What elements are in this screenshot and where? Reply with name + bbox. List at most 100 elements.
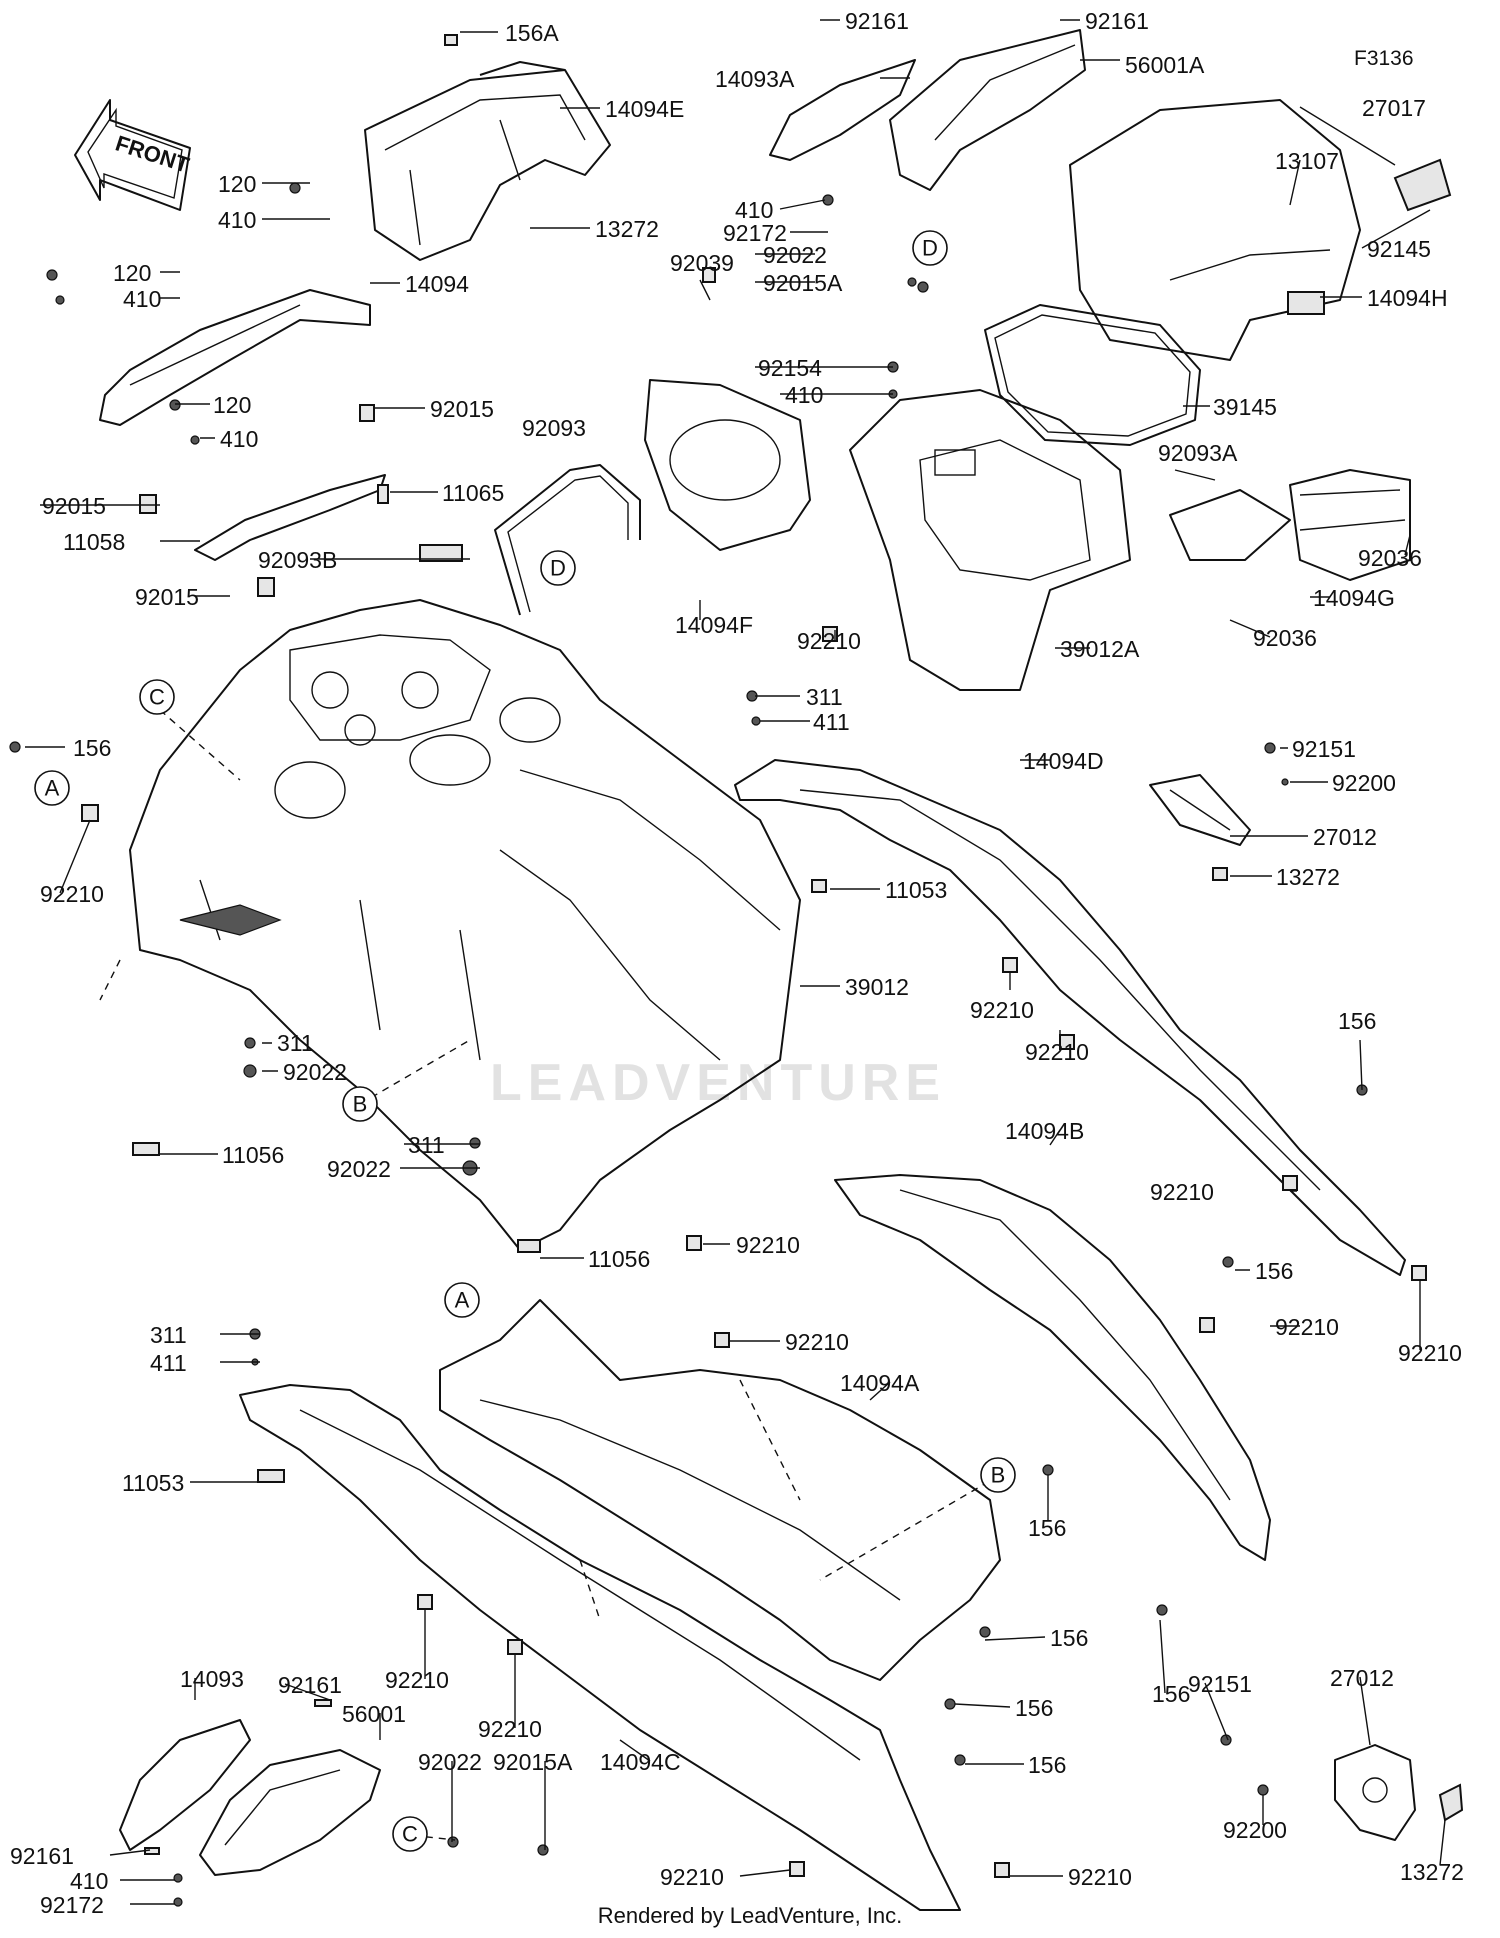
- part-number-label: 14094B: [1005, 1118, 1084, 1144]
- callout-marker: A: [34, 770, 70, 806]
- part-number-label: 311: [408, 1132, 445, 1158]
- part-number-label: 92154: [758, 355, 822, 381]
- part-number-label: 120: [218, 171, 256, 197]
- part-number-label: 92015: [42, 493, 106, 519]
- callout-letter: D: [550, 556, 566, 581]
- watermark-text: LEADVENTURE: [490, 1054, 946, 1112]
- part-number-label: 13272: [1400, 1859, 1464, 1885]
- callout-circle: [540, 550, 576, 586]
- part-number-label: 311: [806, 684, 843, 710]
- part-number-label: 11058: [63, 529, 125, 555]
- part-number-label: 92210: [1275, 1314, 1339, 1340]
- part-27012-lower: [1334, 1744, 1464, 1841]
- part-number-label: 11065: [442, 480, 504, 506]
- part-number-label: 156: [1255, 1258, 1293, 1284]
- part-14094d: [734, 759, 1406, 1276]
- part-number-label: 27012: [1330, 1665, 1394, 1691]
- part-number-label: 92015A: [493, 1749, 573, 1775]
- part-number-label: 14094C: [600, 1749, 681, 1775]
- part-number-label: 14094H: [1367, 285, 1448, 311]
- callout-marker: D: [912, 230, 948, 266]
- part-14094h: [1069, 99, 1452, 361]
- leader-lines: [25, 19, 1446, 1905]
- callout-letter: A: [455, 1288, 470, 1313]
- part-number-label: 92210: [660, 1864, 724, 1890]
- part-number-label: 56001A: [1125, 52, 1205, 78]
- part-number-label: 92172: [40, 1892, 104, 1918]
- part-56001a: [889, 29, 1086, 191]
- part-number-label: 14094A: [840, 1370, 920, 1396]
- part-number-label: 56001: [342, 1701, 406, 1727]
- part-number-label: 13107: [1275, 148, 1339, 174]
- part-number-label: 13272: [1276, 864, 1340, 890]
- part-number-label: 92200: [1332, 770, 1396, 796]
- fasteners: [9, 34, 1427, 1907]
- part-14094: [99, 289, 371, 426]
- part-27012-upper: [1149, 774, 1251, 846]
- part-number-label: 92039: [670, 250, 734, 276]
- part-number-label: 410: [70, 1868, 108, 1894]
- callout-marker: D: [540, 550, 576, 586]
- reference-code: F3136: [1354, 47, 1414, 70]
- part-14094g: [1289, 469, 1411, 581]
- part-number-label: 120: [113, 260, 151, 286]
- callout-circle: [34, 770, 70, 806]
- part-number-label: 411: [150, 1350, 187, 1376]
- part-number-label: 92210: [797, 628, 861, 654]
- dashed-lines: [99, 709, 1001, 1841]
- part-number-label: 11056: [222, 1142, 284, 1168]
- part-number-label: 156A: [505, 20, 559, 46]
- part-number-label: 92093B: [258, 547, 337, 573]
- part-39145: [984, 304, 1201, 446]
- part-number-label: 92210: [478, 1716, 542, 1742]
- part-number-label: 410: [735, 197, 773, 223]
- callout-circle: [980, 1457, 1016, 1493]
- part-number-label: 92161: [10, 1843, 74, 1869]
- part-number-label: 92210: [1068, 1864, 1132, 1890]
- part-number-label: 14093A: [715, 66, 795, 92]
- part-92093b: [419, 544, 463, 562]
- part-number-label: 156: [73, 735, 111, 761]
- part-number-label: 92210: [1025, 1039, 1089, 1065]
- part-14094e: [364, 61, 611, 261]
- part-number-label: 11053: [885, 877, 947, 903]
- part-number-label: 120: [213, 392, 251, 418]
- part-39012a: [849, 389, 1131, 691]
- part-number-label: 11053: [122, 1470, 184, 1496]
- part-number-label: 92210: [40, 881, 104, 907]
- part-number-label: 14094E: [605, 96, 684, 122]
- front-label: FRONT: [112, 130, 192, 177]
- footer-credit: Rendered by LeadVenture, Inc.: [597, 1903, 903, 1928]
- part-number-label: 410: [220, 426, 258, 452]
- part-number-label: 410: [785, 382, 823, 408]
- callout-letter: C: [149, 685, 165, 710]
- part-number-label: 92151: [1188, 1671, 1252, 1697]
- part-number-label: 92022: [327, 1156, 391, 1182]
- part-number-label: 92036: [1253, 625, 1317, 651]
- part-14094b: [834, 1174, 1271, 1561]
- part-number-label: 156: [1338, 1008, 1376, 1034]
- part-number-label: 92200: [1223, 1817, 1287, 1843]
- callout-letter: B: [353, 1092, 368, 1117]
- part-number-label: 410: [218, 207, 256, 233]
- part-number-label: 156: [1050, 1625, 1088, 1651]
- callout-marker: C: [139, 679, 175, 715]
- part-92093: [494, 464, 641, 616]
- part-number-label: 92022: [418, 1749, 482, 1775]
- part-92093a: [1169, 489, 1291, 561]
- part-number-label: 92161: [1085, 8, 1149, 34]
- callout-letter: C: [402, 1822, 418, 1847]
- part-number-label: 39145: [1213, 394, 1277, 420]
- part-number-label: 39012A: [1060, 636, 1140, 662]
- part-number-label: 92210: [785, 1329, 849, 1355]
- part-14094a: [439, 1299, 1001, 1681]
- callout-circle: [912, 230, 948, 266]
- part-number-label: 92145: [1367, 236, 1431, 262]
- part-number-label: 92210: [736, 1232, 800, 1258]
- callout-letter: A: [45, 776, 60, 801]
- part-number-label: 156: [1152, 1681, 1190, 1707]
- part-number-label: 311: [150, 1322, 187, 1348]
- part-number-label: 311: [277, 1030, 314, 1056]
